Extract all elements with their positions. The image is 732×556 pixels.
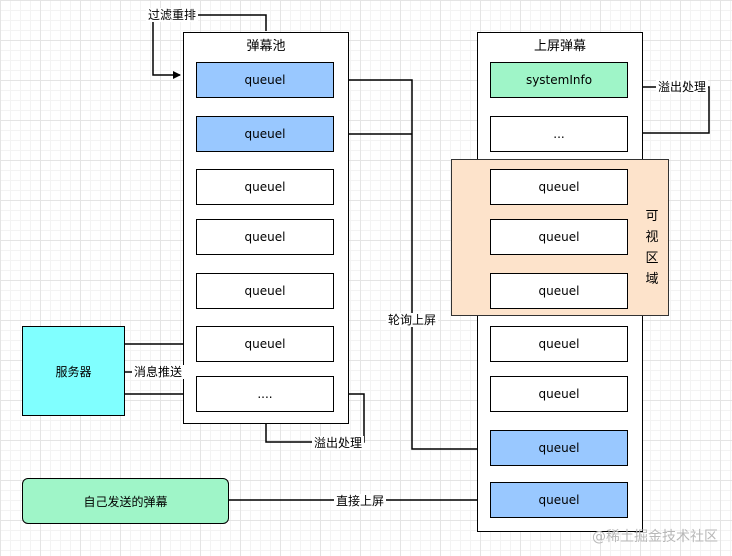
- pool-item-ellipsis: ....: [196, 376, 334, 412]
- screen-item-7: queuel: [490, 376, 628, 412]
- screen-item-4: queuel: [490, 219, 628, 255]
- screen-item-5: queuel: [490, 273, 628, 309]
- label-poll-screen: 轮询上屏: [386, 313, 439, 327]
- pool-item-6: queuel: [196, 326, 334, 362]
- visible-area-char-1: 可: [645, 209, 659, 224]
- label-overflow-left: 溢出处理: [312, 436, 365, 450]
- pool-item-2: queuel: [196, 116, 334, 152]
- visible-area-char-4: 域: [645, 272, 659, 287]
- pool-item-4: queuel: [196, 219, 334, 255]
- label-filter-rerank: 过滤重排: [146, 8, 199, 22]
- danmaku-pool-title: 弹幕池: [246, 39, 286, 54]
- server-box: 服务器: [22, 326, 125, 416]
- screen-item-3: queuel: [490, 169, 628, 205]
- screen-item-systeminfo: systemInfo: [490, 62, 628, 98]
- screen-item-ellipsis: ...: [490, 116, 628, 152]
- label-direct-screen: 直接上屏: [334, 494, 387, 508]
- screen-item-8: queuel: [490, 430, 628, 466]
- label-overflow-right: 溢出处理: [656, 80, 709, 94]
- pool-item-5: queuel: [196, 273, 334, 309]
- pool-item-3: queuel: [196, 169, 334, 205]
- watermark: @稀土掘金技术社区: [592, 529, 718, 545]
- on-screen-title: 上屏弹幕: [533, 39, 586, 54]
- own-danmaku-box: 自己发送的弹幕: [22, 478, 229, 524]
- label-push: 消息推送: [132, 365, 185, 379]
- visible-area-char-2: 视: [645, 230, 659, 245]
- screen-item-9: queuel: [490, 482, 628, 518]
- pool-item-1: queuel: [196, 62, 334, 98]
- screen-item-6: queuel: [490, 326, 628, 362]
- poll-arrow-1: [334, 79, 488, 453]
- visible-area-char-3: 区: [645, 251, 659, 266]
